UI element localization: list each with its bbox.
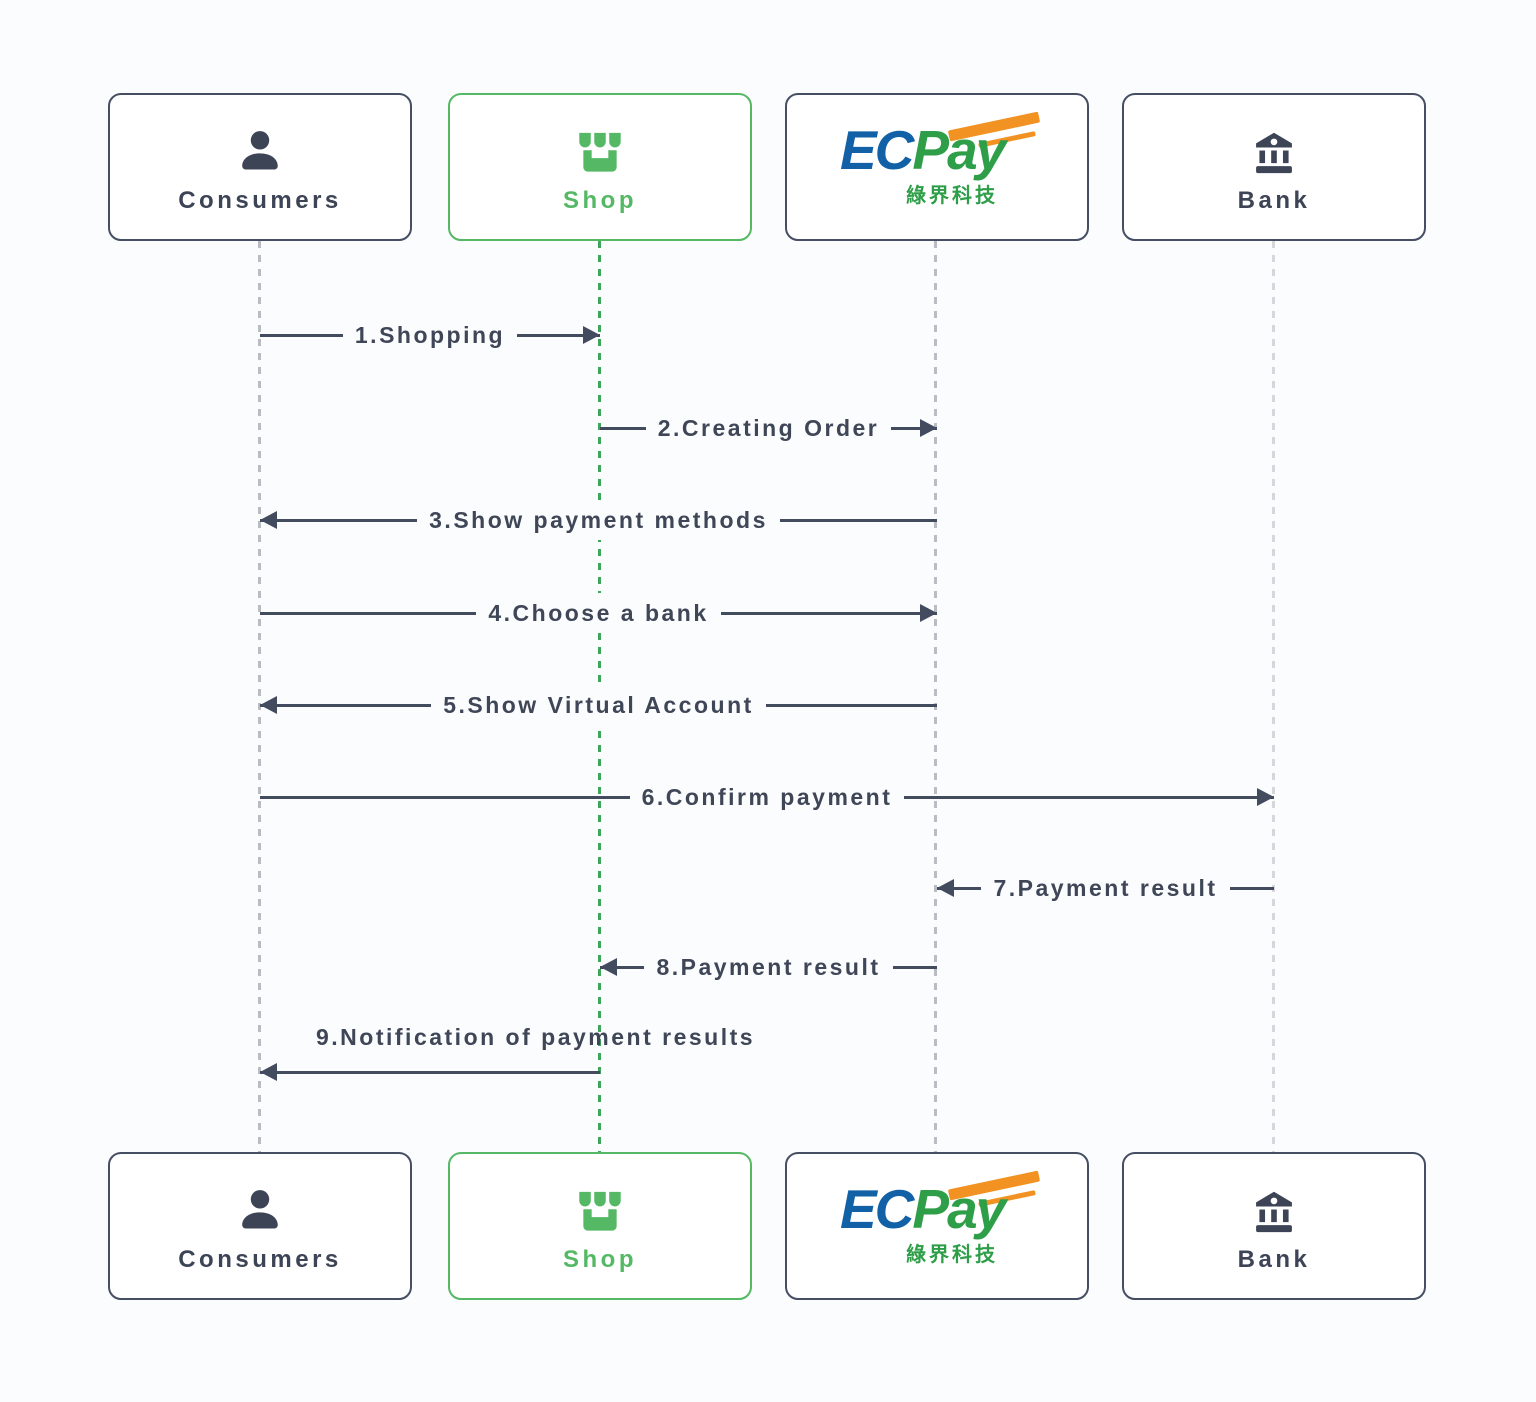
ecpay-subtitle: 綠界科技 (906, 185, 998, 207)
message-5-show-virtual-account: 5.Show Virtual Account (260, 685, 937, 725)
lifeline-ecpay (934, 241, 937, 1152)
actor-label-shop: Shop (563, 1246, 637, 1273)
actor-box-consumers-bottom: Consumers (108, 1152, 412, 1300)
ecpay-subtitle: 綠界科技 (906, 1244, 998, 1266)
message-label: 3.Show payment methods (417, 500, 780, 540)
message-label: 9.Notification of payment results (316, 1024, 756, 1050)
store-icon (573, 121, 627, 179)
message-label: 1.Shopping (342, 315, 518, 355)
message-9-notification-of-payment-results: 9.Notification of payment results (260, 1017, 753, 1093)
ecpay-ec-text: EC (840, 119, 914, 181)
user-icon (233, 121, 287, 179)
message-label: 8.Payment result (644, 947, 893, 987)
message-2-creating-order: 2.Creating Order (600, 408, 937, 448)
ecpay-logo: ECPay 綠界科技 (832, 1170, 1042, 1278)
message-label: 4.Choose a bank (476, 593, 721, 633)
arrow-left-icon (260, 511, 277, 529)
ecpay-pay-text: Pay (912, 1178, 1006, 1240)
actor-label-shop: Shop (563, 187, 637, 214)
arrow-right-icon (1257, 788, 1274, 806)
message-8-payment-result: 8.Payment result (600, 947, 937, 987)
message-label: 6.Confirm payment (629, 777, 905, 817)
actor-box-bank-bottom: Bank (1122, 1152, 1426, 1300)
actor-label-bank: Bank (1237, 1246, 1311, 1273)
ecpay-wordmark: ECPay (840, 123, 1006, 178)
arrow-left-icon (260, 1063, 277, 1081)
actor-label-consumers: Consumers (178, 1246, 342, 1273)
actor-box-ecpay-bottom: ECPay 綠界科技 (785, 1152, 1089, 1300)
arrow-left-icon (600, 958, 617, 976)
actor-label-bank: Bank (1237, 187, 1311, 214)
lifeline-bank (1272, 241, 1275, 1152)
message-3-show-payment-methods: 3.Show payment methods (260, 500, 937, 540)
message-7-payment-result: 7.Payment result (937, 868, 1274, 908)
message-1-shopping: 1.Shopping (260, 315, 600, 355)
actor-box-shop-top: Shop (448, 93, 752, 241)
arrow-left-icon (260, 696, 277, 714)
arrow-right-icon (583, 326, 600, 344)
message-label: 5.Show Virtual Account (431, 685, 766, 725)
user-icon (233, 1180, 287, 1238)
arrow-right-icon (920, 419, 937, 437)
actor-box-shop-bottom: Shop (448, 1152, 752, 1300)
arrow-right-icon (920, 604, 937, 622)
ecpay-wordmark: ECPay (840, 1182, 1006, 1237)
ecpay-ec-text: EC (840, 1178, 914, 1240)
arrow-left-icon (937, 879, 954, 897)
ecpay-logo: ECPay 綠界科技 (832, 111, 1042, 219)
actor-box-bank-top: Bank (1122, 93, 1426, 241)
message-4-choose-a-bank: 4.Choose a bank (260, 593, 937, 633)
actor-label-consumers: Consumers (178, 187, 342, 214)
lifeline-consumers (258, 241, 261, 1152)
message-label: 2.Creating Order (645, 408, 892, 448)
actor-box-ecpay-top: ECPay 綠界科技 (785, 93, 1089, 241)
store-icon (573, 1180, 627, 1238)
actor-box-consumers-top: Consumers (108, 93, 412, 241)
message-label: 7.Payment result (981, 868, 1230, 908)
bank-icon (1249, 1180, 1299, 1238)
ecpay-pay-text: Pay (912, 119, 1006, 181)
bank-icon (1249, 121, 1299, 179)
message-line (260, 1070, 600, 1074)
message-6-confirm-payment: 6.Confirm payment (260, 777, 1274, 817)
